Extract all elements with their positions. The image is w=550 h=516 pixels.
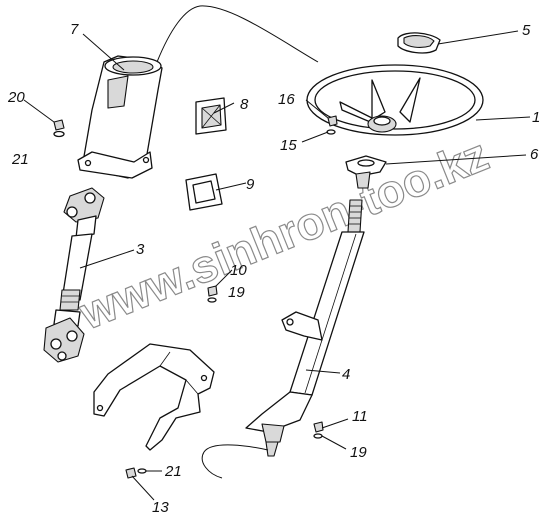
mounting-bracket bbox=[93, 343, 215, 451]
gasket bbox=[185, 173, 223, 211]
callout-1: 1 bbox=[532, 109, 540, 126]
callout-3: 3 bbox=[136, 241, 145, 258]
callout-19-lower: 19 bbox=[350, 444, 367, 461]
bearing-cap bbox=[345, 155, 387, 189]
bolt-16 bbox=[326, 115, 338, 135]
bolt-10 bbox=[207, 285, 218, 303]
bolt-13 bbox=[125, 467, 147, 479]
bolt-20 bbox=[53, 119, 65, 138]
steering-column bbox=[201, 199, 365, 479]
callout-21-bottom: 21 bbox=[164, 463, 182, 480]
callout-16: 16 bbox=[278, 91, 295, 108]
callout-10: 10 bbox=[230, 262, 247, 279]
intermediate-shaft bbox=[43, 187, 105, 363]
callout-13: 13 bbox=[152, 499, 169, 516]
horn-cable bbox=[156, 5, 319, 63]
callout-20: 20 bbox=[7, 89, 25, 106]
steering-wheel bbox=[306, 64, 484, 136]
callout-11: 11 bbox=[352, 408, 368, 425]
column-housing bbox=[77, 55, 163, 179]
callout-6: 6 bbox=[530, 146, 539, 163]
callout-21-left: 21 bbox=[11, 151, 29, 168]
callout-19-upper: 19 bbox=[228, 284, 245, 301]
leader-lines bbox=[23, 30, 531, 501]
seal-square bbox=[195, 97, 227, 135]
callout-9: 9 bbox=[246, 176, 255, 193]
callout-4: 4 bbox=[342, 366, 350, 383]
callout-5: 5 bbox=[522, 22, 531, 39]
callout-7: 7 bbox=[70, 21, 79, 38]
bolt-11 bbox=[313, 421, 324, 439]
callout-labels: 1 3 4 5 6 7 8 9 10 11 13 15 16 19 19 20 … bbox=[7, 21, 540, 516]
callout-15: 15 bbox=[280, 137, 297, 154]
callout-8: 8 bbox=[240, 96, 249, 113]
horn-button bbox=[397, 32, 441, 54]
